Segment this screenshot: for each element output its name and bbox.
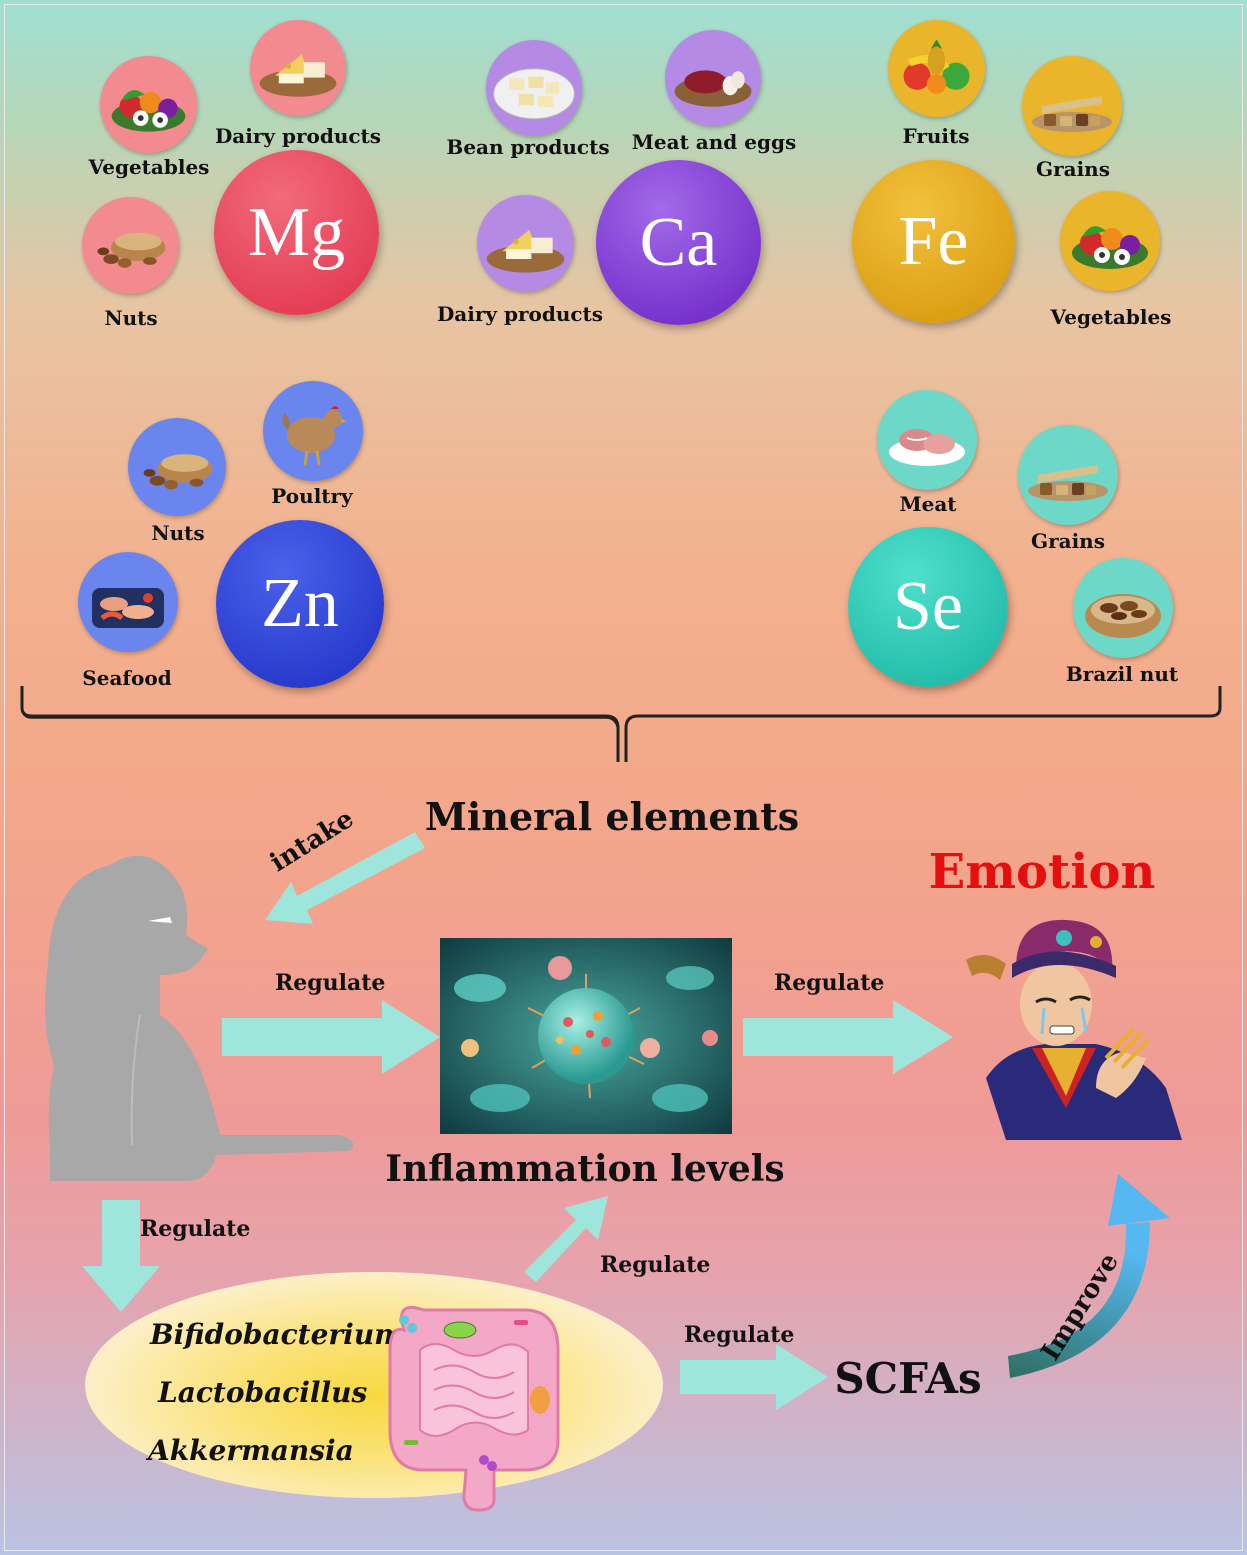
scfas-title: SCFAs [834, 1354, 982, 1403]
mg-circle: Mg [214, 150, 379, 315]
mg-food-label-vegetables: Vegetables [88, 155, 210, 179]
fe-symbol: Fe [898, 202, 969, 280]
vegetables-icon [100, 56, 197, 153]
person-silhouette [45, 855, 354, 1181]
zn-food-label-nuts: Nuts [151, 521, 205, 545]
mineral-elements-title: Mineral elements [424, 794, 800, 839]
regulate-arrow-to-inflammation [222, 1000, 440, 1074]
fe-food-label-vegetables: Vegetables [1050, 305, 1172, 329]
regulate-label-4: Regulate [600, 1252, 711, 1278]
meat-and-eggs-icon [665, 30, 761, 126]
se-circle: Se [848, 527, 1008, 687]
meat-icon [877, 390, 977, 490]
zn-food-label-seafood: Seafood [82, 666, 172, 690]
fe-circle: Fe [852, 160, 1015, 323]
improve-arrow [1008, 1174, 1170, 1378]
se-symbol: Se [893, 568, 963, 645]
dairy-products-icon-2 [477, 195, 574, 292]
ca-symbol: Ca [639, 203, 718, 281]
gut-ellipse [85, 1272, 663, 1498]
mg-food-label-dairy: Dairy products [214, 124, 382, 148]
poultry-icon [263, 381, 363, 481]
regulate-arrow-to-gut [82, 1200, 160, 1312]
grains-icon-2 [1018, 425, 1118, 525]
mg-food-label-nuts: Nuts [104, 306, 158, 330]
inflammation-image [440, 938, 732, 1134]
fe-food-label-fruits: Fruits [902, 124, 970, 148]
intake-arrow [265, 832, 425, 924]
vegetables-icon-2 [1060, 191, 1160, 291]
se-food-label-meat: Meat [899, 492, 957, 516]
curly-brace [20, 686, 1222, 762]
fe-food-label-grains: Grains [1036, 157, 1110, 181]
figure-frame [4, 4, 1243, 1551]
bacteria-label-akkermansia: Akkermansia [148, 1434, 354, 1467]
emotion-title: Emotion [928, 844, 1156, 900]
bacteria-label-bifidobacterium: Bifidobacterium [150, 1318, 404, 1351]
mg-symbol: Mg [247, 193, 346, 271]
grains-icon [1022, 56, 1122, 156]
ca-circle: Ca [596, 160, 761, 325]
bean-products-icon [486, 40, 582, 136]
dairy-products-icon [250, 20, 346, 116]
nuts-icon [82, 197, 179, 294]
inflammation-levels-title: Inflammation levels [385, 1148, 785, 1190]
regulate-arrow-to-emotion [743, 1000, 953, 1074]
crying-woman-illustration [966, 919, 1182, 1140]
regulate-label-3: Regulate [140, 1216, 251, 1242]
ca-food-label-dairy: Dairy products [436, 302, 604, 326]
zn-food-label-poultry: Poultry [271, 484, 353, 508]
bacteria-label-lactobacillus: Lactobacillus [158, 1376, 368, 1409]
seafood-icon [78, 552, 178, 652]
brazil-nut-icon [1073, 558, 1173, 658]
ca-food-label-bean: Bean products [446, 135, 610, 159]
se-food-label-grains: Grains [1031, 529, 1105, 553]
regulate-arrow-to-scfas [680, 1344, 828, 1410]
nuts-icon-2 [128, 418, 226, 516]
se-food-label-brazil-nut: Brazil nut [1065, 662, 1179, 686]
regulate-label-1: Regulate [275, 970, 386, 996]
regulate-label-2: Regulate [774, 970, 885, 996]
zn-symbol: Zn [261, 565, 339, 642]
zn-circle: Zn [216, 520, 384, 688]
fruits-icon [888, 20, 985, 117]
intestine-icon [388, 1306, 560, 1512]
regulate-label-5: Regulate [684, 1322, 795, 1348]
regulate-arrow-gut-to-inflammation [524, 1196, 608, 1282]
ca-food-label-meat-eggs: Meat and eggs [631, 130, 797, 154]
